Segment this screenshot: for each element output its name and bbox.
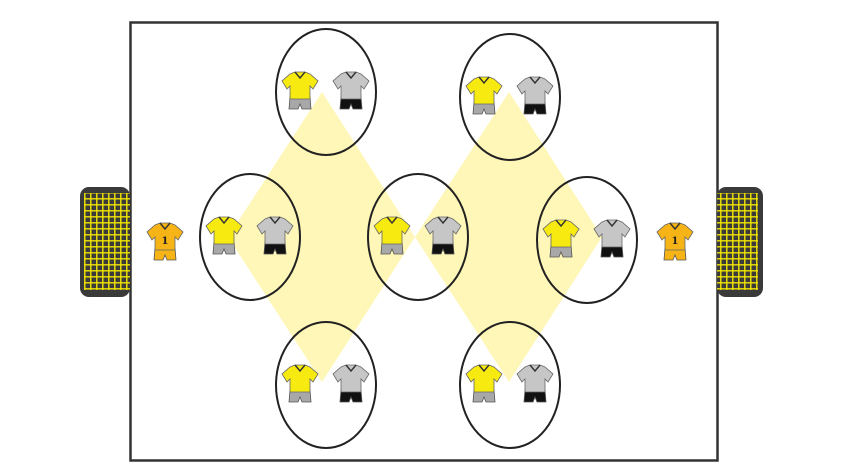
player-pair bbox=[205, 216, 294, 255]
left-diamond bbox=[228, 92, 415, 382]
player-pair bbox=[373, 216, 462, 255]
zone-left-wide bbox=[199, 173, 301, 301]
goalkeeper-left: 1 bbox=[146, 222, 184, 261]
yellow-jersey-icon bbox=[281, 364, 319, 403]
yellow-jersey-icon bbox=[542, 219, 580, 258]
grey-jersey-icon bbox=[332, 71, 370, 110]
zone-left-top bbox=[275, 28, 377, 156]
player-pair bbox=[465, 364, 554, 403]
zone-right-bottom bbox=[459, 321, 561, 449]
zone-right-top bbox=[459, 33, 561, 161]
zone-left-bottom bbox=[275, 321, 377, 449]
player-pair bbox=[281, 364, 370, 403]
grey-jersey-icon bbox=[516, 364, 554, 403]
yellow-jersey-icon bbox=[465, 364, 503, 403]
yellow-jersey-icon bbox=[281, 71, 319, 110]
player-pair bbox=[281, 71, 370, 110]
left-goal bbox=[80, 187, 130, 297]
yellow-jersey-icon bbox=[205, 216, 243, 255]
goalkeeper-right: 1 bbox=[656, 222, 694, 261]
right-goal bbox=[717, 187, 763, 297]
grey-jersey-icon bbox=[593, 219, 631, 258]
player-pair bbox=[542, 219, 631, 258]
goal-net-icon bbox=[717, 193, 758, 290]
grey-jersey-icon bbox=[256, 216, 294, 255]
goalkeeper-number: 1 bbox=[672, 236, 679, 247]
grey-jersey-icon bbox=[332, 364, 370, 403]
zone-center bbox=[367, 173, 469, 301]
goalkeeper-number: 1 bbox=[162, 236, 169, 247]
grey-jersey-icon bbox=[516, 76, 554, 115]
goal-net-icon bbox=[84, 193, 130, 290]
yellow-jersey-icon bbox=[373, 216, 411, 255]
player-pair bbox=[465, 76, 554, 115]
right-diamond bbox=[415, 92, 602, 382]
grey-jersey-icon bbox=[424, 216, 462, 255]
yellow-jersey-icon bbox=[465, 76, 503, 115]
zone-right-wide bbox=[536, 176, 638, 304]
